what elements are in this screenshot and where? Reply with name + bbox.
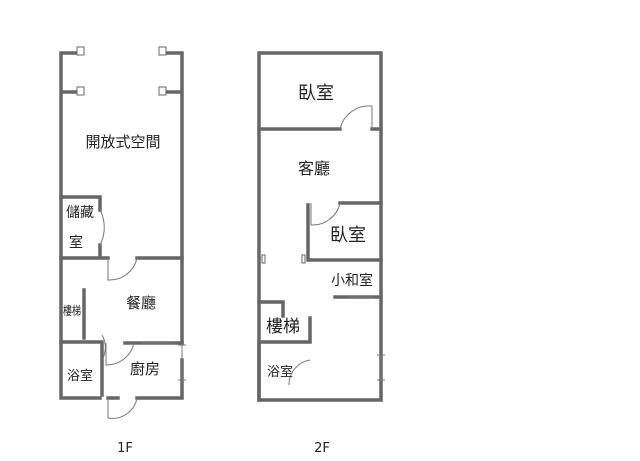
floor-label-1f: 1F xyxy=(117,441,133,456)
room-storage: 儲藏 xyxy=(66,205,94,221)
room-kitchen: 廚房 xyxy=(130,360,160,378)
room-living: 客廳 xyxy=(298,159,330,178)
floor-1f-plan: 開放式空間 儲藏 室 樓梯 餐廳 浴室 廚房 1F xyxy=(59,46,186,456)
floor-label-2f: 2F xyxy=(314,441,330,456)
room-bedroom-1: 臥室 xyxy=(298,83,334,104)
room-bedroom-2: 臥室 xyxy=(330,225,366,246)
room-stairs: 樓梯 xyxy=(63,303,81,318)
room-dining: 餐廳 xyxy=(126,294,156,312)
room-storage-2: 室 xyxy=(69,234,83,251)
room-bath: 浴室 xyxy=(67,368,93,384)
room-bath-2f: 浴室 xyxy=(267,364,293,380)
room-tatami: 小和室 xyxy=(331,272,373,289)
floor-2f-plan: 臥室 客廳 臥室 小和室 樓梯 浴室 2F xyxy=(257,51,385,456)
room-stairs-2f: 樓梯 xyxy=(266,317,300,337)
room-open-space: 開放式空間 xyxy=(85,133,160,151)
